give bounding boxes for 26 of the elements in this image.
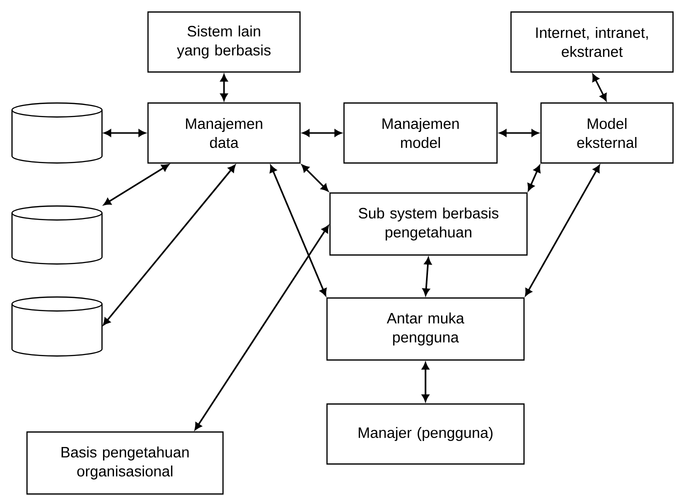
process-box: Model eksternal xyxy=(540,102,674,164)
arrow xyxy=(302,129,342,137)
arrow xyxy=(592,74,607,101)
process-box: Manajer (pengguna) xyxy=(326,403,525,465)
process-box: Internet, intranet, ekstranet xyxy=(510,11,674,73)
arrow xyxy=(104,164,170,206)
process-box: Manajemen data xyxy=(147,102,301,164)
database-cylinder xyxy=(11,102,103,164)
database-cylinder xyxy=(11,296,103,357)
process-box: Sub system berbasis pengetahuan xyxy=(329,192,528,256)
process-box: Sistem lain yang berbasis xyxy=(147,11,301,73)
arrow xyxy=(270,165,327,296)
arrow xyxy=(499,129,539,137)
arrow xyxy=(103,164,236,326)
database-cylinder xyxy=(11,205,103,265)
process-box: Antar muka pengguna xyxy=(326,297,525,361)
arrow xyxy=(528,165,540,191)
arrow xyxy=(422,257,432,296)
arrow xyxy=(104,129,146,137)
arrow xyxy=(422,362,430,402)
arrow xyxy=(220,74,228,101)
process-box: Manajemen model xyxy=(343,102,498,164)
process-box: Basis pengetahuan organisasional xyxy=(26,431,224,495)
arrow xyxy=(525,165,600,296)
arrow xyxy=(302,164,328,192)
arrow xyxy=(194,225,329,430)
